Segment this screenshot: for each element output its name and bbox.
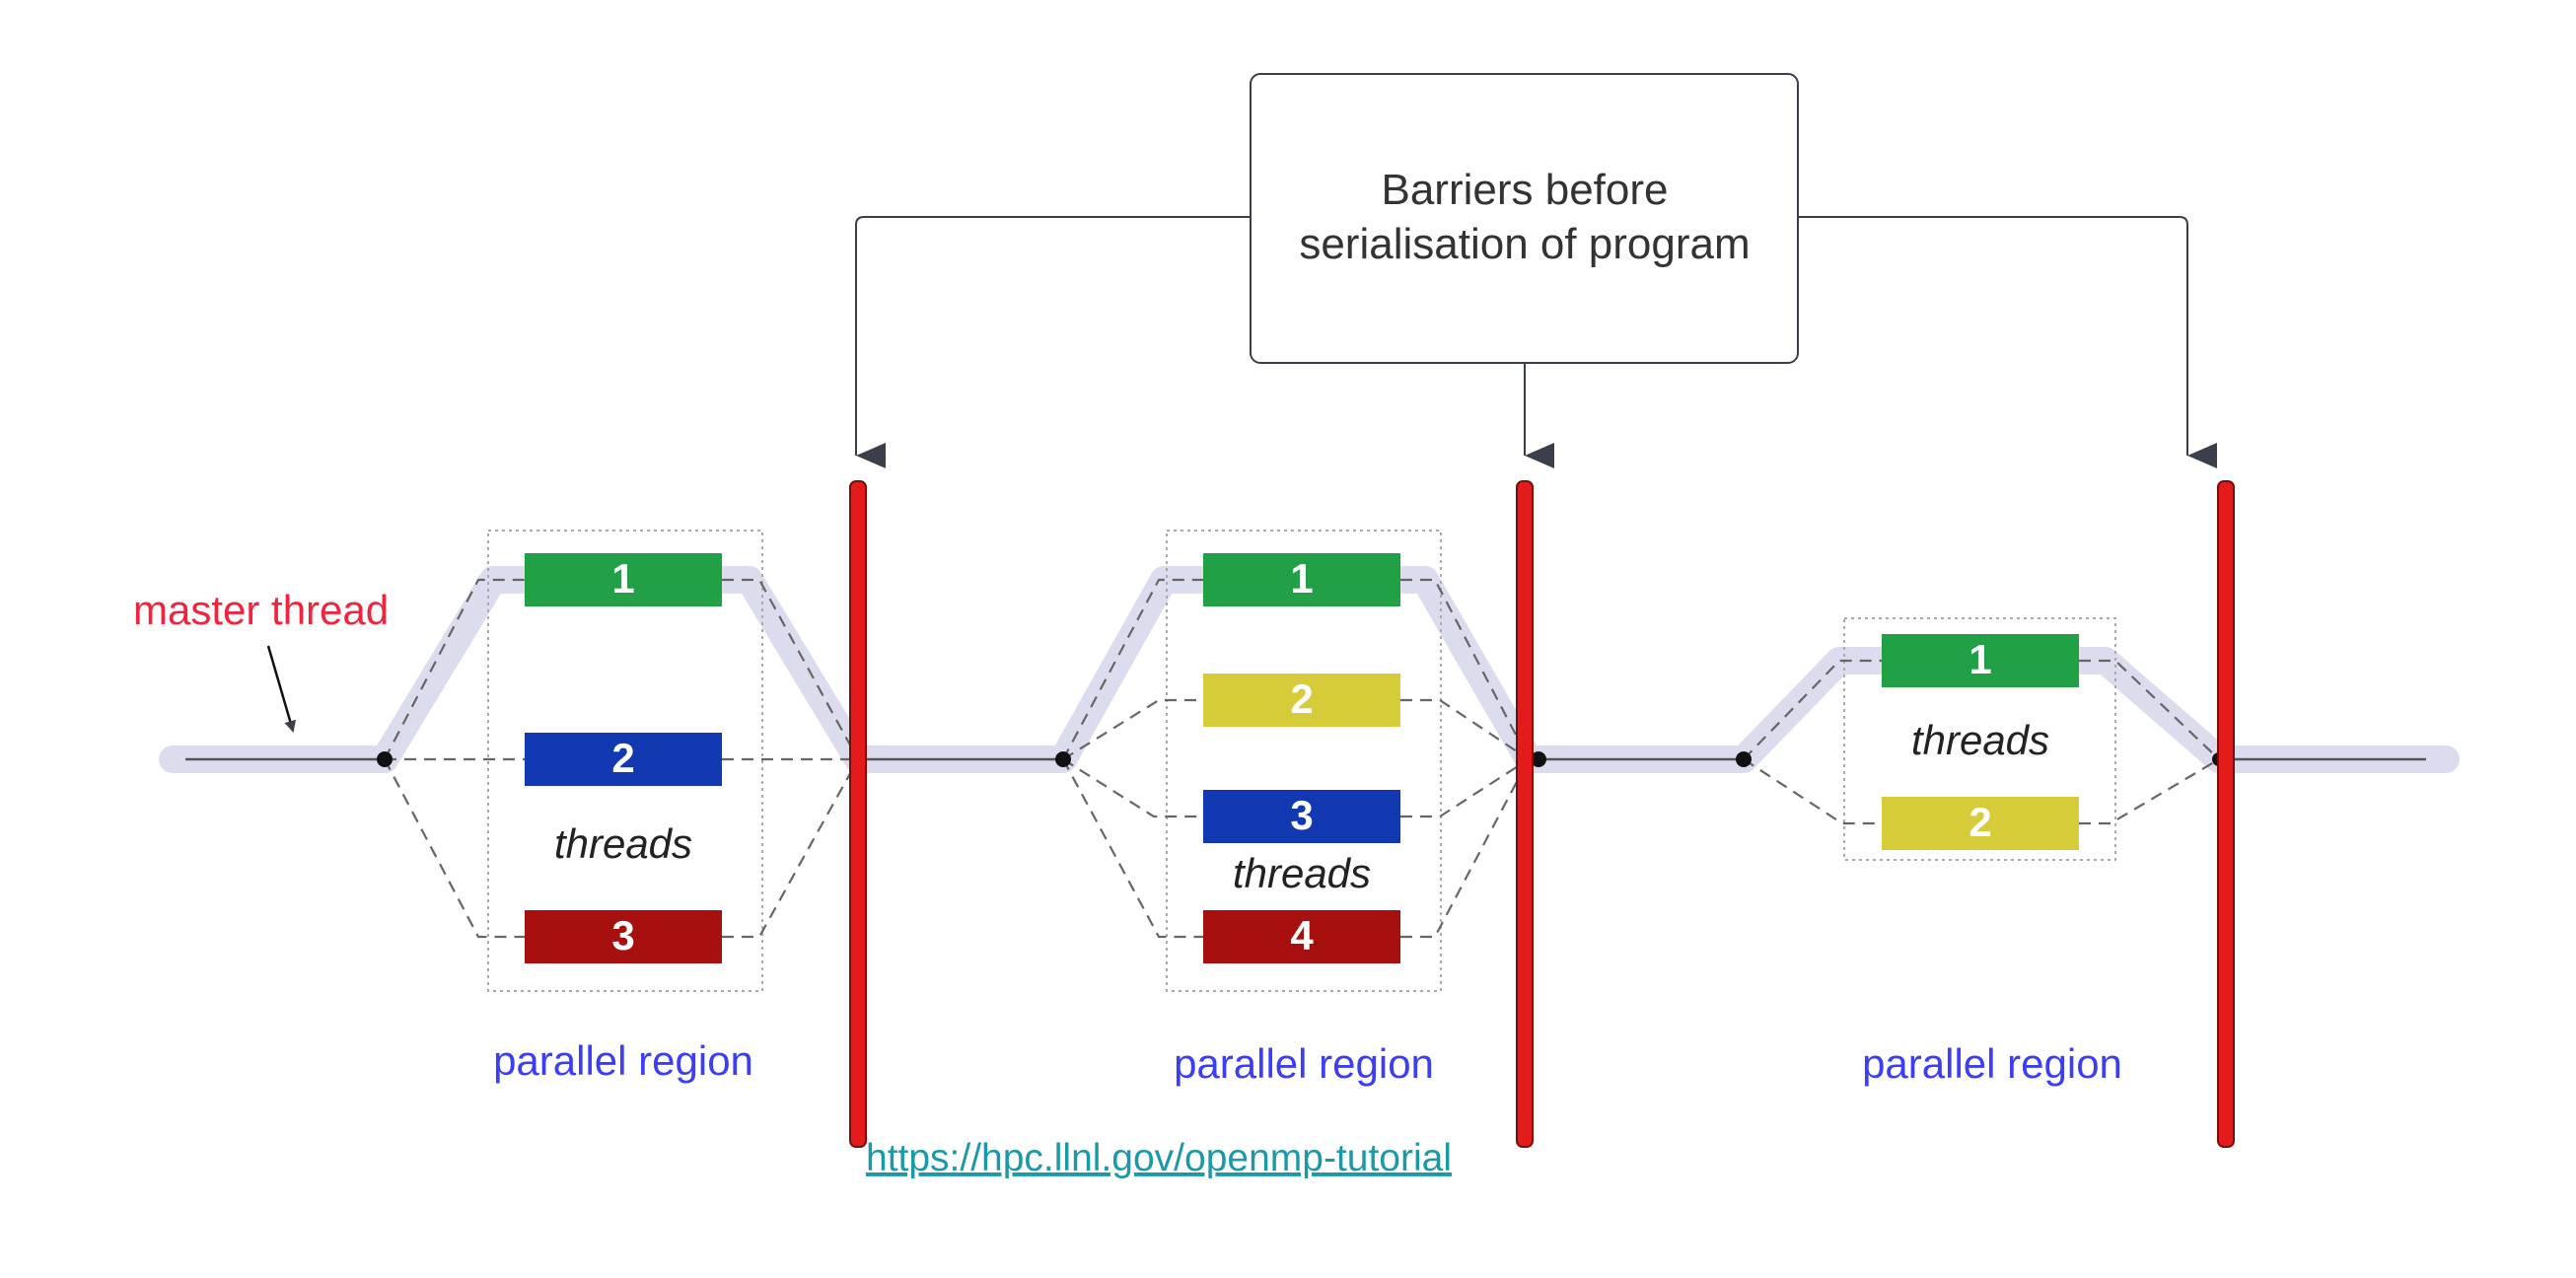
region-1-thread-3 — [525, 910, 722, 963]
fork-point-2 — [1055, 751, 1071, 767]
region-1-thread-1-label: 1 — [611, 555, 634, 602]
parallel-region-2: 1 2 3 threads 4 parallel region — [1055, 530, 1546, 1087]
region-1-thread-2 — [525, 733, 722, 786]
callout-line-2: serialisation of program — [1299, 220, 1750, 268]
region-1-label: parallel region — [493, 1037, 753, 1084]
region-2-thread-2 — [1203, 674, 1400, 727]
master-thread-halo — [159, 566, 2460, 773]
region-2-label: parallel region — [1174, 1040, 1434, 1087]
master-thread-arrow — [266, 645, 296, 733]
region-2-thread-1 — [1203, 553, 1400, 606]
region-3-label: parallel region — [1862, 1040, 2122, 1087]
region-3-threads-label: threads — [1911, 717, 2049, 763]
region-2-thread-1-label: 1 — [1290, 555, 1313, 602]
region-2-threads-label: threads — [1233, 850, 1371, 896]
region-2-thread-4 — [1203, 910, 1400, 963]
fork-point-3 — [1736, 751, 1752, 767]
barrier-2 — [1516, 480, 1534, 1148]
barrier-3 — [2217, 480, 2235, 1148]
barrier-1 — [849, 480, 867, 1148]
region-1-threads-label: threads — [554, 820, 692, 867]
region-1-thread-1 — [525, 553, 722, 606]
fork-point-1 — [377, 751, 393, 767]
join-point-2 — [1531, 751, 1546, 767]
parallel-region-1: 1 2 threads 3 parallel region — [377, 530, 866, 1084]
region-3-thread-1 — [1882, 634, 2079, 687]
master-thread-label: master thread — [133, 587, 389, 633]
region-3-thread-2-label: 2 — [1968, 799, 1991, 845]
callout-connectors — [855, 216, 2217, 468]
region-1-thread-2-label: 2 — [611, 735, 634, 781]
region-3-thread-2 — [1882, 797, 2079, 850]
region-3-boundary — [1843, 617, 2116, 861]
callout-line-1: Barriers before — [1381, 166, 1668, 214]
parallel-region-3: 1 threads 2 parallel region — [1736, 617, 2226, 1087]
region-1-boundary — [487, 530, 763, 992]
region-2-boundary — [1166, 530, 1442, 992]
region-1-thread-3-label: 3 — [611, 912, 634, 958]
region-2-thread-3 — [1203, 790, 1400, 843]
callout-box — [1250, 73, 1799, 364]
region-2-thread-3-label: 3 — [1290, 792, 1313, 838]
region-3-thread-1-label: 1 — [1968, 636, 1991, 682]
region-2-thread-2-label: 2 — [1290, 675, 1313, 722]
region-2-thread-4-label: 4 — [1290, 912, 1314, 958]
source-link[interactable]: https://hpc.llnl.gov/openmp-tutorial — [866, 1137, 1452, 1179]
barriers — [849, 480, 2235, 1148]
